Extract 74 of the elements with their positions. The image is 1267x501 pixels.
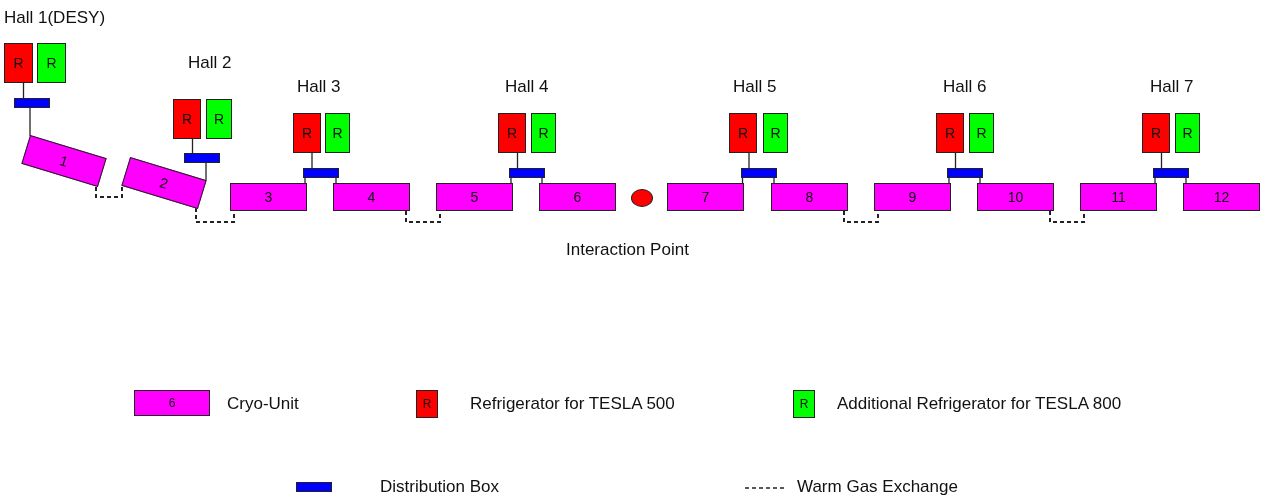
connector-line <box>22 82 25 99</box>
distribution-box <box>947 168 983 178</box>
warm-gas-line <box>95 186 123 198</box>
distribution-box <box>184 153 220 163</box>
distribution-box <box>303 168 339 178</box>
hall-label: Hall 7 <box>1150 77 1194 97</box>
legend-label: Warm Gas Exchange <box>797 477 958 497</box>
hall-label: Hall 2 <box>188 53 232 73</box>
cryo-unit-box: 2 <box>121 156 207 210</box>
additional-refrigerator-box: R <box>1175 113 1200 153</box>
distribution-box <box>14 98 50 108</box>
legend-swatch: 6 <box>134 390 210 416</box>
connector-line <box>1154 177 1156 184</box>
distribution-box <box>509 168 545 178</box>
distribution-box <box>1153 168 1189 178</box>
additional-refrigerator-box: R <box>531 113 556 153</box>
additional-refrigerator-box: R <box>206 99 232 139</box>
interaction-point-marker <box>631 189 653 207</box>
connector-line <box>516 152 519 169</box>
connector-line <box>748 152 750 169</box>
hall-label: Hall 5 <box>733 77 777 97</box>
cryo-unit-box: 12 <box>1183 183 1260 211</box>
cryo-unit-box: 9 <box>874 183 951 211</box>
warm-gas-line <box>405 210 441 223</box>
legend-label: Distribution Box <box>380 477 500 497</box>
cryo-unit-box: 7 <box>667 183 744 211</box>
legend-label: Refrigerator for TESLA 500 <box>470 394 675 414</box>
cryo-unit-box: 10 <box>977 183 1054 211</box>
connector-line <box>510 177 512 184</box>
hall-label: Hall 6 <box>943 77 987 97</box>
cryo-unit-box: 4 <box>333 183 410 211</box>
distribution-box <box>741 168 777 178</box>
connector-line <box>29 107 31 137</box>
cryo-unit-box: 6 <box>539 183 616 211</box>
refrigerator-box: R <box>729 113 757 153</box>
refrigerator-box: R <box>1142 113 1170 153</box>
connector-line <box>335 177 337 184</box>
refrigerator-box: R <box>293 113 321 153</box>
cryo-unit-box: 5 <box>436 183 513 211</box>
refrigerator-box: R <box>936 113 964 153</box>
warm-gas-line <box>843 210 879 223</box>
legend-swatch: R <box>793 390 815 418</box>
refrigerator-box: R <box>173 99 201 139</box>
refrigerator-box: R <box>4 43 33 83</box>
connector-line <box>205 162 207 181</box>
additional-refrigerator-box: R <box>969 113 994 153</box>
connector-line <box>948 177 950 184</box>
legend-label: Cryo-Unit <box>227 394 299 414</box>
cryo-unit-box: 8 <box>771 183 848 211</box>
connector-line <box>741 177 744 184</box>
cryo-unit-box: 3 <box>230 183 307 211</box>
cryo-unit-box: 1 <box>21 134 107 188</box>
additional-refrigerator-box: R <box>37 43 66 83</box>
legend-label: Additional Refrigerator for TESLA 800 <box>837 394 1122 414</box>
warm-gas-line <box>195 207 235 223</box>
connector-line <box>954 152 957 169</box>
cryo-unit-box: 11 <box>1080 183 1157 211</box>
hall-label: Hall 1(DESY) <box>4 8 106 28</box>
connector-line <box>773 177 775 184</box>
hall-label: Hall 4 <box>505 77 549 97</box>
additional-refrigerator-box: R <box>763 113 788 153</box>
connector-line <box>979 177 981 184</box>
connector-line <box>541 177 543 184</box>
connector-line <box>311 152 313 169</box>
refrigerator-box: R <box>498 113 526 153</box>
connector-line <box>1160 152 1163 169</box>
connector-line <box>191 138 194 154</box>
connector-line <box>304 177 306 184</box>
warm-gas-line <box>1049 210 1085 223</box>
hall-label: Hall 3 <box>297 77 341 97</box>
legend-swatch: R <box>416 390 438 418</box>
interaction-point-label: Interaction Point <box>566 240 689 260</box>
additional-refrigerator-box: R <box>325 113 350 153</box>
connector-line <box>1185 177 1187 184</box>
